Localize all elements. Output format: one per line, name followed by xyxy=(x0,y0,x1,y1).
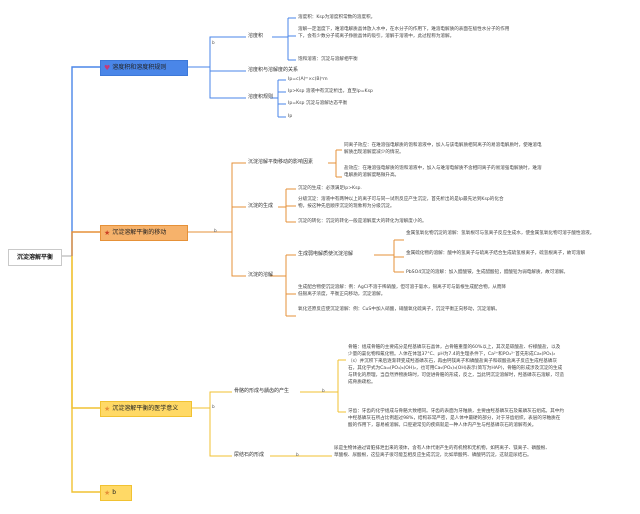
topic-label: 沉淀溶解平衡的医学意义 xyxy=(112,405,179,412)
note-ksp-definition: 溶度积：Ksp为溶度积常数的溶度积。 xyxy=(298,15,376,20)
note-dissolution: 溶解一定温度下，难溶电解质晶体放入水中，在水分子的作用下，难溶电解质的表面在极性… xyxy=(298,27,510,39)
topic-marker: b xyxy=(214,228,217,233)
node-precipitate-formation[interactable]: 沉淀的生成 xyxy=(248,203,274,209)
node-shift-factors[interactable]: 沉淀溶解平衡移动的影响因素 xyxy=(248,159,314,165)
note-saturated-solution: 饱和溶液：沉淀与溶解相平衡 xyxy=(298,57,358,62)
topic-extra[interactable]: ★b xyxy=(100,485,132,501)
note-ip: Ip xyxy=(288,114,293,119)
topic-label: 溶度积和溶度积规则 xyxy=(112,64,167,71)
topic-label: 沉淀溶解平衡的移动 xyxy=(112,229,167,236)
note-common-ion-effect: 同离子效应：在难溶强电解质的饱和溶液中，加入与该电解质相同离子的易溶电解质时，使… xyxy=(344,143,542,155)
note-hydroxide-dissolution: 金属氢氧化物沉淀的溶解：氢氧根可与氢离子反应生成水，使金属氢氧化物可溶于酸性溶液… xyxy=(406,231,595,236)
heart-icon: ♥ xyxy=(104,64,111,72)
star-icon: ★ xyxy=(104,489,111,497)
topic-marker: b xyxy=(212,40,215,45)
note-bone: 骨骼：组成骨骼的主要成分是羟基磷灰石晶体，占骨骼重量的60%以上，其次是碳酸盐、… xyxy=(348,345,564,385)
node-marker: b xyxy=(296,452,299,457)
topic-label: b xyxy=(112,489,117,496)
star-icon: ★ xyxy=(104,229,111,237)
star-icon: ★ xyxy=(104,405,111,413)
topic-marker: b xyxy=(212,404,215,409)
note-ip-formula: Ip=c(A)ᵐ×c(B)ⁿm xyxy=(288,77,328,82)
note-ip-equal: Ip=Ksp 沉淀与溶解达态平衡 xyxy=(288,101,348,106)
node-precipitate-dissolution[interactable]: 沉淀的溶解 xyxy=(248,272,274,278)
node-kidney-stone[interactable]: 尿结石的形成 xyxy=(234,452,265,458)
note-pbso4-dissolution: PbSO4沉淀的溶解：加入醋酸铵，生成醋酸铅，醋酸铅为弱电解质，故可溶解。 xyxy=(406,270,569,275)
topic-equilibrium-shift[interactable]: ★沉淀溶解平衡的移动 xyxy=(100,225,188,241)
node-ksp-vs-solubility[interactable]: 溶度积与溶解度的关系 xyxy=(248,67,299,73)
node-marker: b xyxy=(322,388,325,393)
node-solubility-product[interactable]: 溶度积 xyxy=(248,33,264,39)
note-salt-effect: 盐效应：在难溶强电解质的饱和溶液中，加入与难溶电解质不含相同离子的易溶强电解质时… xyxy=(344,166,542,178)
note-kidney-stone: 尿是生物体通过肾脏排泄出来的液体，含有人体代谢产生的有机物和无机物，如钙离子、镁… xyxy=(334,446,550,458)
note-complex-dissolution: 生成配合物使沉淀溶解：例：AgCl不溶于稀硝酸，但可溶于氨水，银离子可与氨根生成… xyxy=(298,285,507,297)
topic-solubility-product[interactable]: ♥溶度积和溶度积规则 xyxy=(100,60,188,76)
note-teeth: 牙齿：牙齿的化学组成与骨骼大致相同。牙齿的表面为牙釉质，主要由羟基磷灰石及氟磷灰… xyxy=(348,409,564,428)
node-weak-electrolyte[interactable]: 生成弱电解质使沉淀溶解 xyxy=(298,251,354,257)
root-node[interactable]: 沉淀溶解平衡 xyxy=(8,249,62,266)
note-fractional-precipitation: 分级沉淀：溶液中有两种以上的离子可与同一试剂反应产生沉淀，首先析出的是Ip最先达… xyxy=(298,197,504,209)
note-sulfide-dissolution: 金属硫化物的溶解：酸中的氢离子与硫离子结合生成硫氢根离子，硫氢根离子，故可溶解 xyxy=(406,251,586,256)
note-ip-greater: Ip>Ksp 溶液中有沉淀析出，直至Ip=Ksp xyxy=(288,89,373,94)
node-bone-and-caries[interactable]: 骨骼的形成与龋齿的产生 xyxy=(234,388,290,394)
note-conversion: 沉淀的转化：沉淀的转化一般是溶解度大的转化为溶解度小的。 xyxy=(298,219,427,224)
note-redox-dissolution: 氧化还原反应使沉淀溶解：例：CuS中加入硝酸，硝酸氧化硫离子，沉淀平衡正向移动，… xyxy=(298,307,500,312)
note-formation-condition: 沉淀的生成：必须满足Ip>Ksp. xyxy=(298,186,362,191)
node-solubility-product-rule[interactable]: 溶度积规则 xyxy=(248,94,274,100)
topic-medical-significance[interactable]: ★沉淀溶解平衡的医学意义 xyxy=(100,401,192,417)
